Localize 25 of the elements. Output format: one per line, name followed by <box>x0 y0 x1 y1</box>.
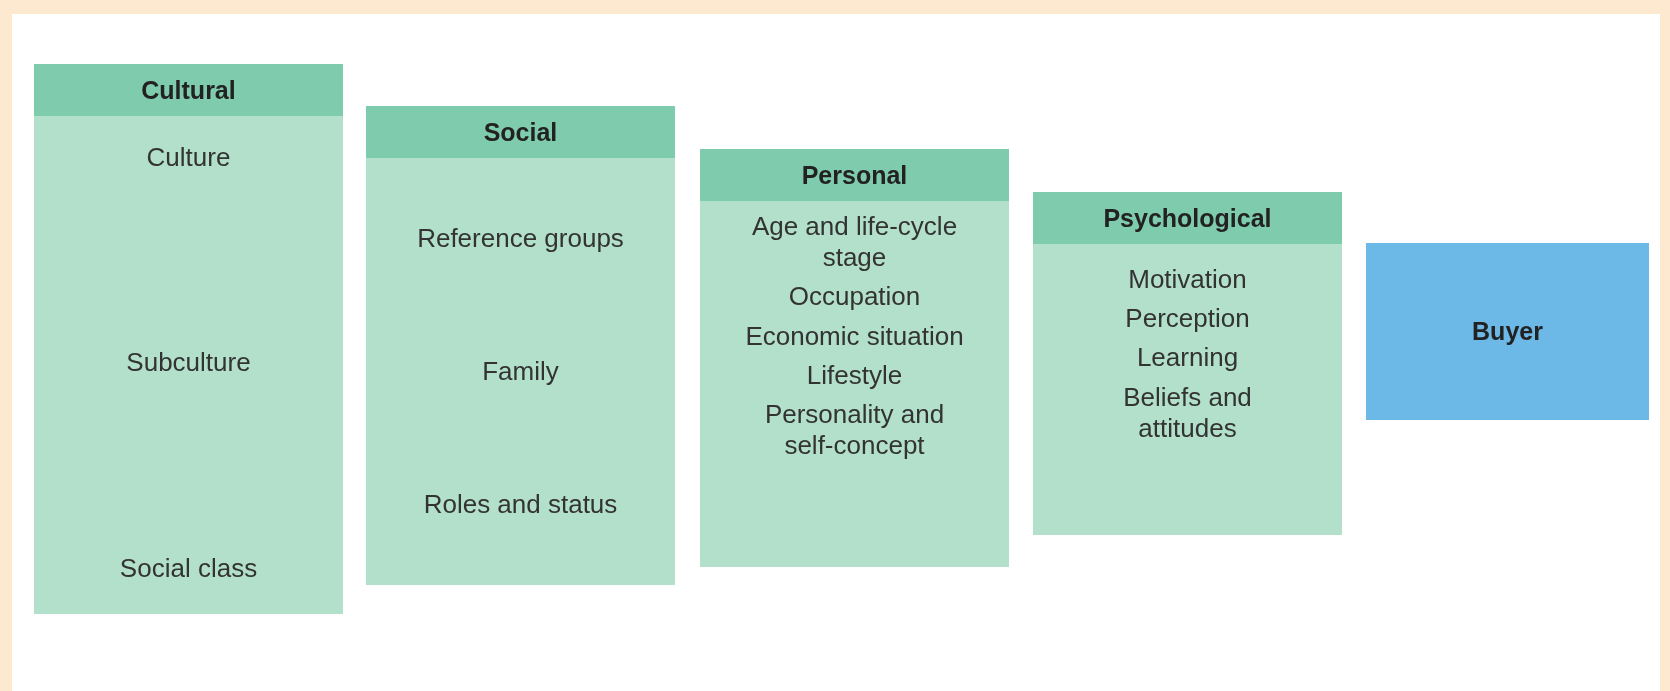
factor-item: Perception <box>1125 303 1250 335</box>
factor-item: Beliefs and attitudes <box>1122 381 1253 444</box>
factor-column <box>34 64 343 614</box>
factor-item: Culture <box>146 142 231 174</box>
factor-column <box>366 106 675 585</box>
factor-column <box>700 149 1009 567</box>
box-title: Buyer <box>1472 317 1543 346</box>
factor-item: Occupation <box>788 281 921 313</box>
factor-item: Reference groups <box>417 222 624 255</box>
factor-item: Roles and status <box>423 488 618 521</box>
factor-item: Learning <box>1136 342 1239 374</box>
factor-item: Subculture <box>126 347 251 379</box>
factor-item: Motivation <box>1128 264 1247 296</box>
column-header: Social <box>366 106 675 158</box>
buyer-box <box>1366 243 1649 420</box>
column-header: Personal <box>700 149 1009 201</box>
factor-item: Personality and self-concept <box>763 398 946 462</box>
column-header: Cultural <box>34 64 343 116</box>
factor-item: Lifestyle <box>806 359 903 391</box>
factor-column <box>1033 192 1342 535</box>
column-header: Psychological <box>1033 192 1342 244</box>
factor-item: Age and life-cycle stage <box>750 211 959 274</box>
factor-item: Social class <box>119 552 258 584</box>
factor-item: Family <box>482 355 559 388</box>
factor-item: Economic situation <box>745 320 964 352</box>
